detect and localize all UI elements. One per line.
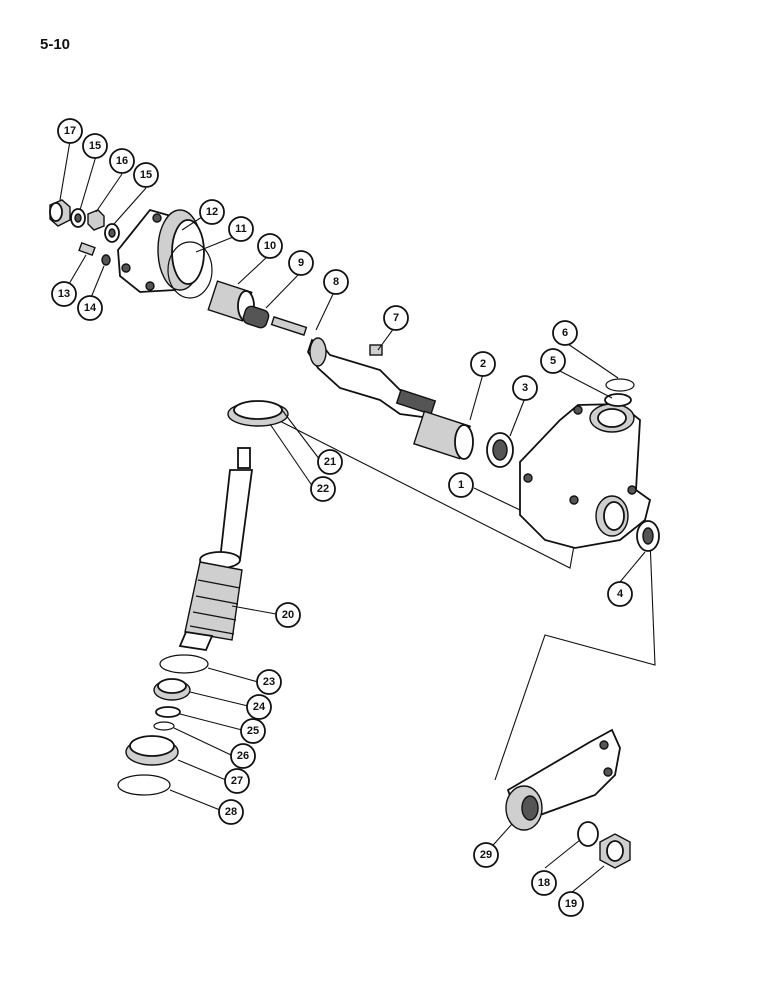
callout-23: 23 [256,669,282,695]
svg-text:28: 28 [225,806,237,818]
callout-8: 8 [323,269,349,295]
o-ring-part [167,241,213,299]
svg-text:26: 26 [237,750,249,762]
callout-2: 2 [470,351,496,377]
svg-text:15: 15 [140,169,152,181]
top-cover-seal-part [227,400,289,427]
callout-9: 9 [288,250,314,276]
callout-7: 7 [383,305,409,331]
svg-text:11: 11 [235,223,247,235]
assembly-lines [257,409,656,781]
page-number: 5-10 [40,36,71,53]
callout-12: 12 [199,199,225,225]
callout-14: 14 [77,295,103,321]
svg-text:18: 18 [538,877,550,889]
arm-nut-part [599,833,631,869]
callout-5: 5 [540,348,566,374]
callout-11: 11 [228,216,254,242]
callout-6: 6 [552,320,578,346]
gear-housing-part [519,403,652,549]
svg-text:4: 4 [617,588,624,600]
shim-part [159,654,209,674]
callout-28: 28 [218,799,244,825]
callout-3: 3 [512,375,538,401]
snap-ring-part [117,774,171,796]
callout-24: 24 [246,694,272,720]
svg-text:13: 13 [58,288,70,300]
lock-washer-part [577,821,599,847]
nut-part [49,199,71,227]
svg-text:10: 10 [264,240,276,252]
svg-text:19: 19 [565,898,577,910]
svg-text:9: 9 [298,257,304,269]
spring-part [242,305,270,329]
callout-10: 10 [257,233,283,259]
worm-shaft-part [178,447,254,651]
side-seal-part [636,520,660,552]
callout-21: 21 [317,449,343,475]
callout-13: 13 [51,281,77,307]
callout-22: 22 [310,476,336,502]
callout-16: 16 [109,148,135,174]
svg-text:23: 23 [263,676,275,688]
washer-part [155,706,181,718]
cup-bearing-part [413,410,474,460]
callout-19: 19 [558,891,584,917]
svg-text:25: 25 [247,725,259,737]
washers-part [70,208,120,243]
callout-27: 27 [224,768,250,794]
svg-text:2: 2 [480,358,486,370]
svg-text:1: 1 [458,479,464,491]
svg-text:7: 7 [393,312,399,324]
svg-text:21: 21 [324,456,336,468]
callout-18: 18 [531,870,557,896]
lower-bearing-part [153,678,191,701]
bolt-part [78,241,111,266]
svg-text:29: 29 [480,849,492,861]
shaft-part [307,337,437,420]
callout-20: 20 [275,602,301,628]
cover-housing-part [117,208,205,293]
callout-17: 17 [57,118,83,144]
callout-1: 1 [448,472,474,498]
svg-text:16: 16 [116,155,128,167]
svg-text:3: 3 [522,382,528,394]
svg-text:5: 5 [550,355,556,367]
svg-text:8: 8 [333,276,339,288]
callout-25: 25 [240,718,266,744]
svg-text:15: 15 [89,140,101,152]
end-cap-part [125,735,179,766]
callout-29: 29 [473,842,499,868]
top-seals-part [604,378,635,407]
svg-text:27: 27 [231,775,243,787]
svg-text:22: 22 [317,483,329,495]
callout-26: 26 [230,743,256,769]
leader-lines [59,140,646,894]
callout-15b: 15 [133,162,159,188]
pitman-arm-part [505,728,621,831]
seal-part [486,432,514,468]
svg-text:14: 14 [84,302,97,314]
svg-text:12: 12 [206,206,218,218]
pin-part [270,316,308,336]
bearing-part [207,280,255,322]
svg-text:24: 24 [253,701,266,713]
svg-text:17: 17 [64,125,76,137]
callout-4: 4 [607,581,633,607]
callout-15a: 15 [82,133,108,159]
svg-text:20: 20 [282,609,294,621]
ring-part [153,721,175,731]
svg-text:6: 6 [562,327,568,339]
